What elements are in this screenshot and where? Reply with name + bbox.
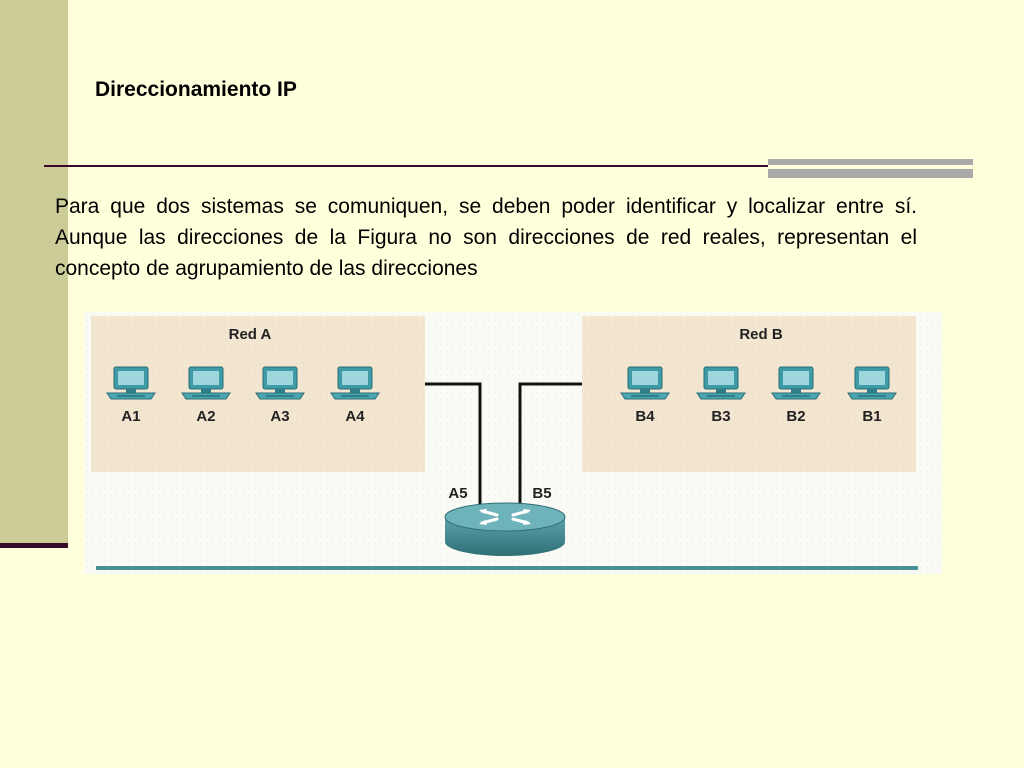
computer-icon (696, 366, 746, 400)
host-a3 (255, 366, 305, 400)
host-b4 (620, 366, 670, 400)
slide-paragraph: Para que dos sistemas se comuniquen, se … (55, 195, 917, 280)
link-network-b (518, 382, 582, 510)
router-icon (444, 502, 566, 556)
host-a4-label: A4 (345, 408, 365, 425)
host-b2-label: B2 (786, 408, 805, 425)
host-a3-label: A3 (270, 408, 289, 425)
computer-icon (620, 366, 670, 400)
host-a1 (106, 366, 156, 400)
router-port-a-label: A5 (448, 485, 467, 502)
divider-accent-bottom (768, 169, 973, 178)
host-a2-label: A2 (196, 408, 215, 425)
host-b1 (847, 366, 897, 400)
router-port-b-label: B5 (532, 485, 551, 502)
computer-icon (106, 366, 156, 400)
diagram-bottom-line (96, 566, 918, 570)
network-b-label: Red B (739, 326, 783, 343)
computer-icon (181, 366, 231, 400)
host-b1-label: B1 (862, 408, 881, 425)
host-b3-label: B3 (711, 408, 730, 425)
left-accent-bar (0, 0, 68, 545)
divider-accent-top (768, 159, 973, 165)
computer-icon (255, 366, 305, 400)
link-network-a (425, 382, 482, 510)
host-a2 (181, 366, 231, 400)
computer-icon (847, 366, 897, 400)
network-a-label: Red A (229, 326, 272, 343)
computer-icon (771, 366, 821, 400)
left-accent-bar-foot (0, 543, 68, 548)
slide-title: Direccionamiento IP (95, 78, 297, 101)
host-b4-label: B4 (635, 408, 655, 425)
host-b3 (696, 366, 746, 400)
title-divider (44, 165, 768, 167)
computer-icon (330, 366, 380, 400)
host-a4 (330, 366, 380, 400)
host-b2 (771, 366, 821, 400)
network-diagram: Red A Red B A1 A2 A3 A4 B4 B3 B2 B1 A5 B… (84, 312, 942, 574)
host-a1-label: A1 (121, 408, 140, 425)
